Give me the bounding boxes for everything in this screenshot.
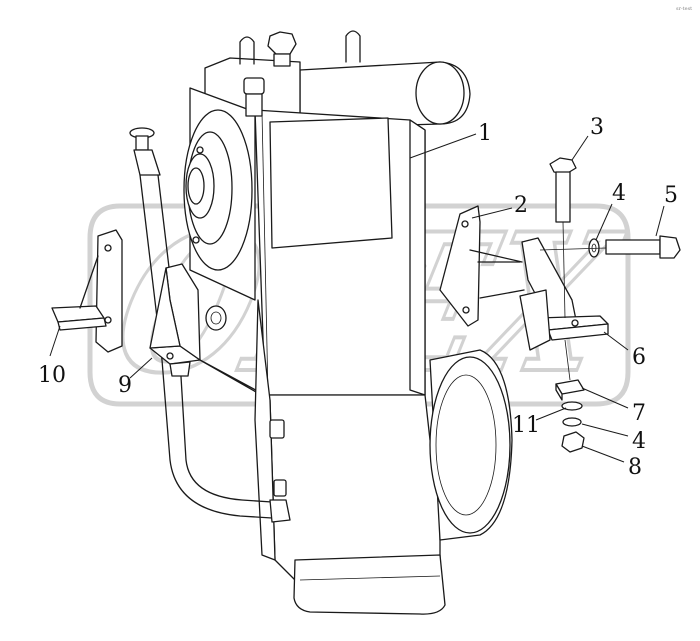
callout-6: 6 — [632, 345, 646, 370]
dipstick-tube — [129, 127, 291, 523]
leader-lines — [49, 133, 665, 463]
bolt-5 — [539, 235, 681, 259]
callout-3: 3 — [590, 115, 604, 140]
callout-10: 10 — [38, 363, 66, 388]
callout-8: 8 — [628, 455, 642, 480]
callout-9: 9 — [118, 373, 132, 398]
fastener-stack — [555, 339, 585, 453]
gearbox-housing — [183, 30, 513, 615]
bracket-9 — [149, 263, 201, 377]
callout-1: 1 — [478, 121, 492, 146]
bracket-10 — [51, 229, 123, 353]
callout-4-top: 4 — [612, 181, 626, 206]
callout-labels: 1 2 3 4 5 6 7 4 8 9 10 11 — [38, 115, 678, 480]
callout-2: 2 — [514, 193, 528, 218]
callout-7: 7 — [632, 401, 646, 426]
bracket-6 — [519, 237, 609, 351]
callout-5: 5 — [664, 183, 678, 208]
bracket-2 — [439, 205, 525, 327]
corner-mark: sr-test — [676, 6, 692, 12]
bolt-3 — [549, 157, 577, 319]
callout-4-bottom: 4 — [632, 429, 646, 454]
callout-11: 11 — [512, 413, 540, 438]
watermark-banner — [87, 203, 631, 407]
